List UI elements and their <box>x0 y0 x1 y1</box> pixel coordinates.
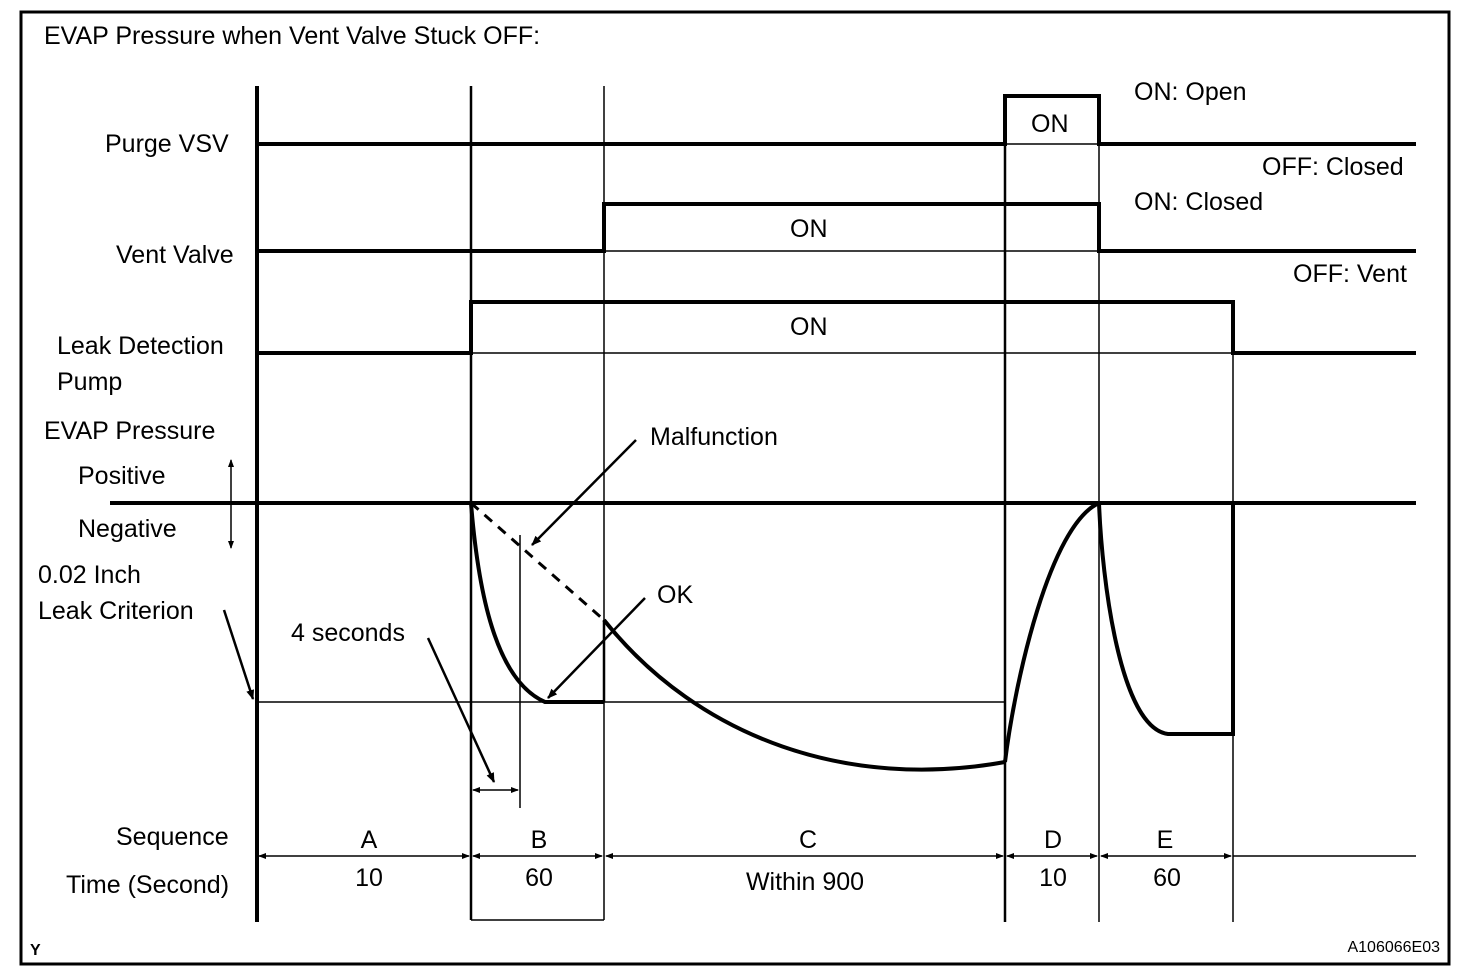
phase-c-pressure-curve <box>602 618 1006 772</box>
criterion-arrow <box>222 609 255 700</box>
leak-pump-label-2: Pump <box>57 368 122 396</box>
vent-valve-off-state: OFF: Vent <box>1293 260 1407 288</box>
phase-b-time: 60 <box>525 864 553 892</box>
sequence-axis: Sequence Time (Second) A B C D E 10 60 W… <box>66 823 1416 899</box>
purge-vsv-row: Purge VSV ON ON: Open OFF: Closed <box>105 78 1416 181</box>
leak-pump-row: Leak Detection Pump ON <box>57 300 1416 396</box>
ok-pressure-curve <box>469 502 604 704</box>
vent-valve-on-text: ON <box>790 215 828 243</box>
purge-vsv-off-state: OFF: Closed <box>1262 153 1404 181</box>
sequence-label: Sequence <box>116 823 229 851</box>
criterion-label-2: Leak Criterion <box>38 597 194 625</box>
vent-valve-on-state: ON: Closed <box>1134 188 1263 216</box>
vent-valve-signal <box>257 202 1416 253</box>
malfunction-pointer <box>531 439 637 546</box>
leak-pump-signal <box>257 300 1416 355</box>
leak-pump-on-text: ON <box>790 313 828 341</box>
evap-pressure-label: EVAP Pressure <box>44 417 215 445</box>
phase-e-time: 60 <box>1153 864 1181 892</box>
figure-id: A106066E03 <box>1347 939 1440 956</box>
phase-a-name: A <box>361 826 378 854</box>
phase-a-time: 10 <box>355 864 383 892</box>
diagram-frame <box>19 10 1451 966</box>
malfunction-label: Malfunction <box>650 423 778 451</box>
phase-d-name: D <box>1044 826 1062 854</box>
phase-c-name: C <box>799 826 817 854</box>
phase-b-name: B <box>531 826 548 854</box>
vent-valve-label: Vent Valve <box>116 241 234 269</box>
phase-c-time: Within 900 <box>746 868 864 896</box>
evap-pressure-section: EVAP Pressure Positive Negative 0.02 Inc… <box>38 417 1416 808</box>
purge-vsv-signal <box>257 94 1416 146</box>
purge-vsv-label: Purge VSV <box>105 130 229 158</box>
phase-d-time: 10 <box>1039 864 1067 892</box>
ok-label: OK <box>657 581 693 609</box>
four-seconds-label: 4 seconds <box>291 619 405 647</box>
leak-pump-label-1: Leak Detection <box>57 332 224 360</box>
purge-vsv-on-text: ON <box>1031 110 1069 138</box>
time-label: Time (Second) <box>66 871 229 899</box>
phase-d-pressure-curve <box>1003 501 1100 763</box>
malfunction-trace <box>470 501 605 622</box>
phase-e-name: E <box>1157 826 1174 854</box>
negative-label: Negative <box>78 515 177 543</box>
vent-valve-row: Vent Valve ON ON: Closed OFF: Vent <box>116 188 1416 288</box>
diagram-title: EVAP Pressure when Vent Valve Stuck OFF: <box>44 22 540 50</box>
corner-mark: Y <box>30 942 41 959</box>
four-seconds-pointer <box>426 637 496 783</box>
ok-pointer <box>547 597 646 699</box>
positive-label: Positive <box>78 462 166 490</box>
criterion-label-1: 0.02 Inch <box>38 561 141 589</box>
phase-e-pressure-curve <box>1097 502 1235 736</box>
purge-vsv-on-state: ON: Open <box>1134 78 1247 106</box>
